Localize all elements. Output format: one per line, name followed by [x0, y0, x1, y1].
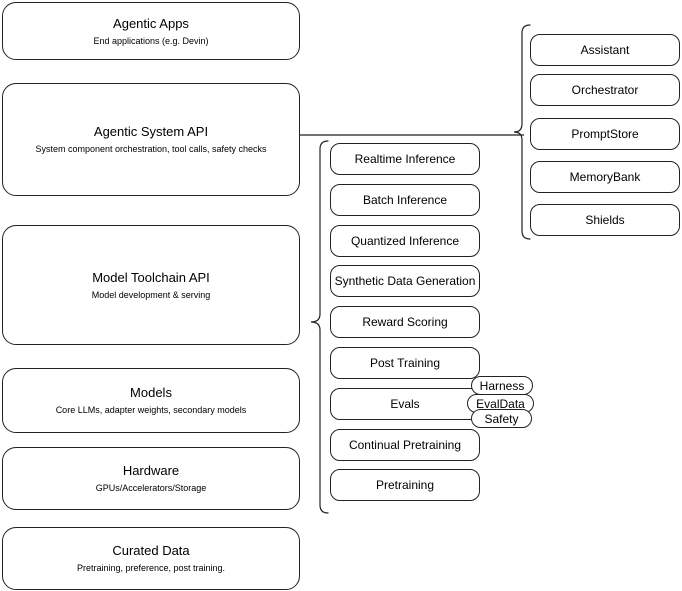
- layer-title: Hardware: [122, 463, 180, 478]
- capability-label: Reward Scoring: [362, 315, 448, 329]
- layer-box-agentic-system-api[interactable]: Agentic System API System component orch…: [2, 83, 300, 196]
- layer-subtitle: Pretraining, preference, post training.: [76, 563, 226, 573]
- capability-box-post-training[interactable]: Post Training: [330, 347, 480, 379]
- badge-label: EvalData: [476, 396, 525, 411]
- component-box-shields[interactable]: Shields: [530, 204, 680, 236]
- brace-toolchain-capabilities: [306, 138, 330, 516]
- capability-label: Quantized Inference: [350, 234, 460, 248]
- capability-box-evals[interactable]: Evals: [330, 388, 480, 420]
- badge-label: Harness: [479, 378, 525, 393]
- component-label: Orchestrator: [571, 83, 639, 97]
- capability-box-quantized-inference[interactable]: Quantized Inference: [330, 225, 480, 257]
- capability-label: Post Training: [369, 356, 441, 370]
- brace-agentic-components: [512, 22, 532, 242]
- component-label: MemoryBank: [569, 170, 641, 184]
- layer-title: Model Toolchain API: [92, 269, 210, 285]
- layer-subtitle: Core LLMs, adapter weights, secondary mo…: [55, 405, 247, 415]
- layer-title: Agentic System API: [93, 124, 209, 139]
- layer-box-hardware[interactable]: Hardware GPUs/Accelerators/Storage: [2, 447, 300, 510]
- badge-label: Safety: [484, 411, 519, 426]
- layer-box-models[interactable]: Models Core LLMs, adapter weights, secon…: [2, 368, 300, 433]
- capability-label: Continual Pretraining: [348, 438, 462, 452]
- layer-title: Models: [130, 385, 172, 400]
- component-label: PromptStore: [571, 127, 639, 141]
- capability-label: Pretraining: [375, 478, 435, 492]
- layer-title: Curated Data: [112, 543, 190, 558]
- connector-agentic-system-to-components: [300, 126, 528, 144]
- layer-box-curated-data[interactable]: Curated Data Pretraining, preference, po…: [2, 527, 300, 590]
- component-label: Shields: [585, 213, 625, 227]
- capability-box-pretraining[interactable]: Pretraining: [330, 469, 480, 501]
- capability-label: Synthetic Data Generation: [334, 274, 476, 288]
- capability-box-realtime-inference[interactable]: Realtime Inference: [330, 143, 480, 175]
- badge-harness[interactable]: Harness: [471, 376, 533, 395]
- component-label: Assistant: [580, 43, 630, 57]
- capability-label: Realtime Inference: [354, 152, 456, 166]
- layer-subtitle: GPUs/Accelerators/Storage: [95, 483, 207, 493]
- layer-title: Agentic Apps: [113, 15, 189, 31]
- badge-safety[interactable]: Safety: [471, 409, 532, 428]
- capability-box-reward-scoring[interactable]: Reward Scoring: [330, 306, 480, 338]
- capability-box-continual-pretraining[interactable]: Continual Pretraining: [330, 429, 480, 461]
- layer-box-agentic-apps[interactable]: Agentic Apps End applications (e.g. Devi…: [2, 2, 300, 60]
- component-box-assistant[interactable]: Assistant: [530, 34, 680, 66]
- component-box-orchestrator[interactable]: Orchestrator: [530, 74, 680, 106]
- component-box-promptstore[interactable]: PromptStore: [530, 118, 680, 150]
- layer-subtitle: Model development & serving: [91, 289, 211, 300]
- component-box-memorybank[interactable]: MemoryBank: [530, 161, 680, 193]
- layer-subtitle: End applications (e.g. Devin): [93, 35, 209, 46]
- capability-box-synthetic-data-generation[interactable]: Synthetic Data Generation: [330, 265, 480, 297]
- layer-box-model-toolchain-api[interactable]: Model Toolchain API Model development & …: [2, 225, 300, 345]
- capability-box-batch-inference[interactable]: Batch Inference: [330, 184, 480, 216]
- capability-label: Evals: [390, 397, 420, 411]
- capability-label: Batch Inference: [362, 193, 448, 207]
- layer-subtitle: System component orchestration, tool cal…: [35, 144, 267, 154]
